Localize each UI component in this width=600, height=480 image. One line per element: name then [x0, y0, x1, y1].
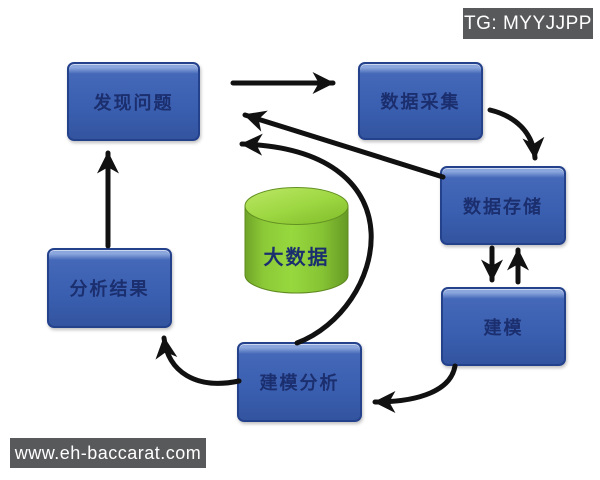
node-modeling: 建模: [441, 287, 566, 366]
arrow-model-to-analysis: [372, 363, 458, 413]
tg-contact-badge: TG: MYYJJPP: [463, 8, 593, 39]
node-discover-problem: 发现问题: [67, 62, 200, 141]
website-watermark: www.eh-baccarat.com: [10, 438, 206, 468]
tg-contact-text: TG: MYYJJPP: [464, 12, 592, 34]
node-data-storage: 数据存储: [440, 166, 566, 245]
node-data-storage-label: 数据存储: [463, 196, 543, 218]
node-modeling-analysis: 建模分析: [237, 342, 362, 422]
node-data-collection-label: 数据采集: [380, 92, 461, 113]
node-data-collection: 数据采集: [358, 62, 483, 140]
node-discover-problem-label: 发现问题: [93, 92, 174, 114]
arrow-collect-to-store: [487, 107, 545, 161]
node-modeling-label: 建模: [483, 317, 524, 339]
node-big-data-label: 大数据: [263, 245, 330, 269]
node-modeling-analysis-label: 建模分析: [259, 373, 340, 394]
arrow-analysis-to-result: [155, 335, 242, 386]
node-analysis-result: 分析结果: [47, 248, 172, 328]
node-big-data-cylinder: 大数据: [243, 185, 350, 295]
node-analysis-result-label: 分析结果: [69, 279, 150, 300]
cylinder-shape-icon: [244, 187, 349, 294]
website-watermark-text: www.eh-baccarat.com: [14, 442, 202, 463]
